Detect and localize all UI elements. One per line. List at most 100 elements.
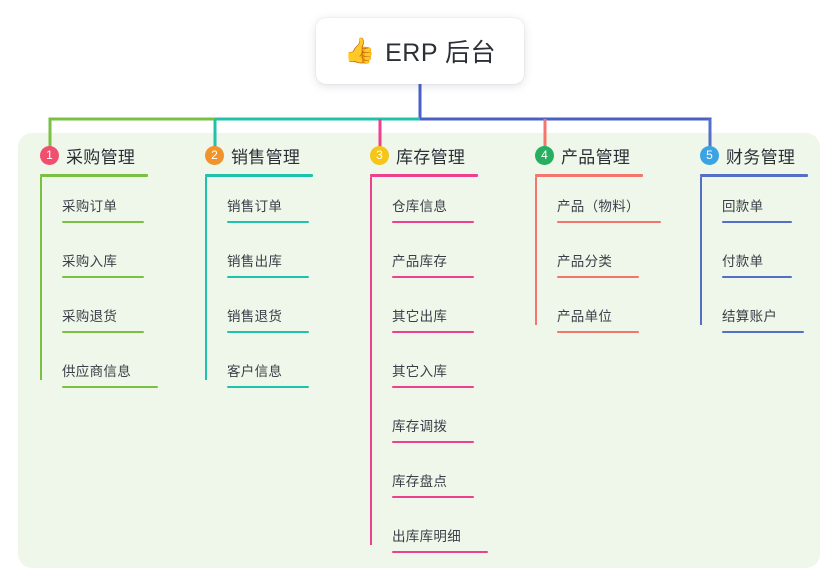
list-item[interactable]: 产品（物料） [535, 195, 661, 223]
list-item-rule [227, 331, 309, 333]
list-item[interactable]: 采购入库 [40, 250, 144, 278]
column-header-5[interactable]: 5 财务管理 [700, 143, 808, 167]
column-items-3: 仓库信息产品库存其它出库其它入库库存调拨库存盘点出库库明细 [370, 177, 488, 553]
list-item[interactable]: 销售出库 [205, 250, 309, 278]
list-item-label: 产品（物料） [557, 199, 640, 214]
column-badge-5: 5 [700, 145, 719, 165]
column-rule-2 [205, 174, 313, 177]
column-spine-3 [370, 177, 372, 545]
column-2: 2 销售管理销售订单销售出库销售退货客户信息 [205, 143, 313, 388]
list-item[interactable]: 出库库明细 [370, 525, 488, 553]
list-item-rule [392, 496, 474, 498]
list-item-rule [392, 551, 488, 553]
column-spine-5 [700, 177, 702, 325]
list-item-rule [722, 331, 804, 333]
list-item-rule [227, 276, 309, 278]
list-item-label: 其它入库 [392, 364, 448, 379]
column-title-5: 财务管理 [726, 147, 796, 167]
list-item-label: 采购退货 [62, 309, 118, 324]
column-spine-1 [40, 177, 42, 380]
list-item-rule [62, 221, 144, 223]
list-item[interactable]: 库存调拨 [370, 415, 474, 443]
list-item-rule [62, 331, 144, 333]
list-item-label: 产品单位 [557, 309, 613, 324]
list-item[interactable]: 销售退货 [205, 305, 309, 333]
column-header-3[interactable]: 3 库存管理 [370, 143, 478, 167]
list-item-label: 供应商信息 [62, 364, 131, 379]
list-item[interactable]: 库存盘点 [370, 470, 474, 498]
column-header-1[interactable]: 1 采购管理 [40, 143, 148, 167]
column-header-2[interactable]: 2 销售管理 [205, 143, 313, 167]
list-item-rule [392, 331, 474, 333]
list-item-rule [392, 276, 474, 278]
list-item-label: 客户信息 [227, 364, 283, 379]
list-item-label: 出库库明细 [392, 529, 461, 544]
column-3: 3 库存管理仓库信息产品库存其它出库其它入库库存调拨库存盘点出库库明细 [370, 143, 488, 553]
column-items-5: 回款单付款单结算账户 [700, 177, 808, 333]
list-item[interactable]: 客户信息 [205, 360, 309, 388]
column-items-2: 销售订单销售出库销售退货客户信息 [205, 177, 313, 388]
list-item[interactable]: 采购退货 [40, 305, 144, 333]
content-panel [18, 133, 820, 568]
list-item-label: 采购订单 [62, 199, 118, 214]
list-item-rule [557, 276, 639, 278]
list-item-label: 库存盘点 [392, 474, 448, 489]
list-item-label: 产品库存 [392, 254, 448, 269]
list-item-label: 结算账户 [722, 309, 778, 324]
column-items-4: 产品（物料） 产品分类产品单位 [535, 177, 661, 333]
column-rule-3 [370, 174, 478, 177]
list-item[interactable]: 结算账户 [700, 305, 804, 333]
list-item-label: 销售订单 [227, 199, 283, 214]
list-item-label: 销售退货 [227, 309, 283, 324]
list-item-rule [392, 221, 474, 223]
column-title-1: 采购管理 [66, 147, 136, 167]
list-item[interactable]: 回款单 [700, 195, 792, 223]
list-item-rule [722, 221, 792, 223]
column-rule-4 [535, 174, 643, 177]
list-item-rule [227, 221, 309, 223]
column-badge-2: 2 [205, 145, 224, 165]
column-1: 1 采购管理采购订单采购入库采购退货供应商信息 [40, 143, 158, 388]
root-node[interactable]: 👍 ERP 后台 [316, 18, 524, 84]
list-item[interactable]: 供应商信息 [40, 360, 158, 388]
list-item-label: 付款单 [722, 254, 764, 269]
list-item-rule [722, 276, 792, 278]
list-item-label: 销售出库 [227, 254, 283, 269]
list-item[interactable]: 付款单 [700, 250, 792, 278]
list-item[interactable]: 其它出库 [370, 305, 474, 333]
list-item-label: 仓库信息 [392, 199, 448, 214]
column-rule-5 [700, 174, 808, 177]
column-spine-2 [205, 177, 207, 380]
list-item-rule [62, 386, 158, 388]
list-item-label: 其它出库 [392, 309, 448, 324]
list-item[interactable]: 产品库存 [370, 250, 474, 278]
column-title-4: 产品管理 [561, 147, 631, 167]
column-badge-3: 3 [370, 145, 389, 165]
column-title-3: 库存管理 [396, 147, 466, 167]
list-item-label: 产品分类 [557, 254, 613, 269]
list-item-rule [392, 386, 474, 388]
column-spine-4 [535, 177, 537, 325]
root-title: ERP 后台 [385, 39, 497, 67]
list-item[interactable]: 采购订单 [40, 195, 144, 223]
list-item[interactable]: 产品分类 [535, 250, 639, 278]
list-item[interactable]: 仓库信息 [370, 195, 474, 223]
column-title-2: 销售管理 [231, 147, 301, 167]
column-items-1: 采购订单采购入库采购退货供应商信息 [40, 177, 158, 388]
list-item-rule [557, 331, 639, 333]
column-badge-1: 1 [40, 145, 59, 165]
list-item[interactable]: 销售订单 [205, 195, 309, 223]
thumbs-up-icon: 👍 [343, 36, 376, 65]
list-item-label: 采购入库 [62, 254, 118, 269]
list-item-rule [557, 221, 661, 223]
list-item-rule [392, 441, 474, 443]
list-item-label: 回款单 [722, 199, 764, 214]
list-item[interactable]: 产品单位 [535, 305, 639, 333]
list-item[interactable]: 其它入库 [370, 360, 474, 388]
list-item-label: 库存调拨 [392, 419, 448, 434]
list-item-rule [227, 386, 309, 388]
list-item-rule [62, 276, 144, 278]
